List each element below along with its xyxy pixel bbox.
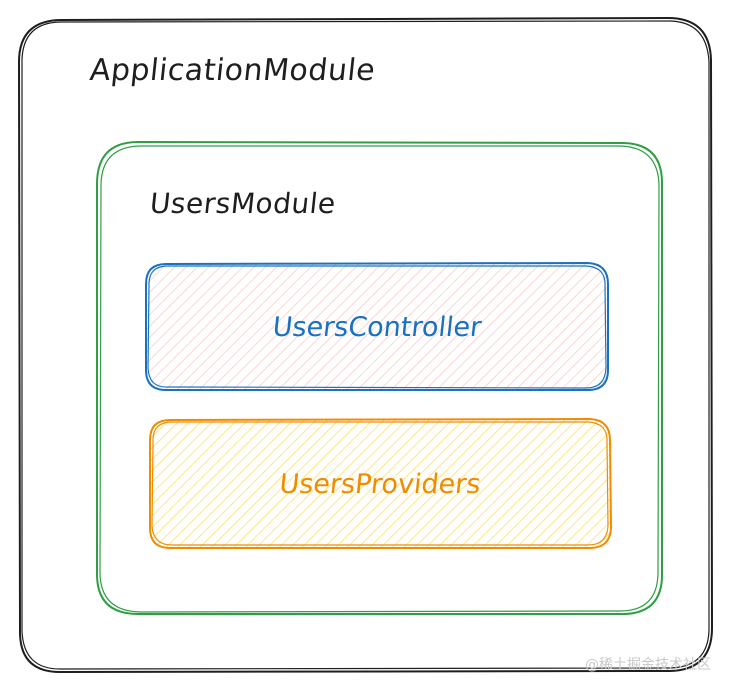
users-providers: UsersProviders [150,420,610,548]
users-module-label: UsersModule [148,187,338,220]
application-module-label: ApplicationModule [88,53,378,88]
users-providers-label: UsersProviders [277,468,483,500]
watermark-text: @稀土掘金技术社区 [585,657,711,673]
users-providers-box [149,417,613,549]
users-controller: UsersController [146,264,608,390]
users-controller-box [145,261,609,391]
application-module-box [17,16,714,674]
users-controller-label: UsersController [271,311,483,343]
users-module-box [96,140,663,615]
